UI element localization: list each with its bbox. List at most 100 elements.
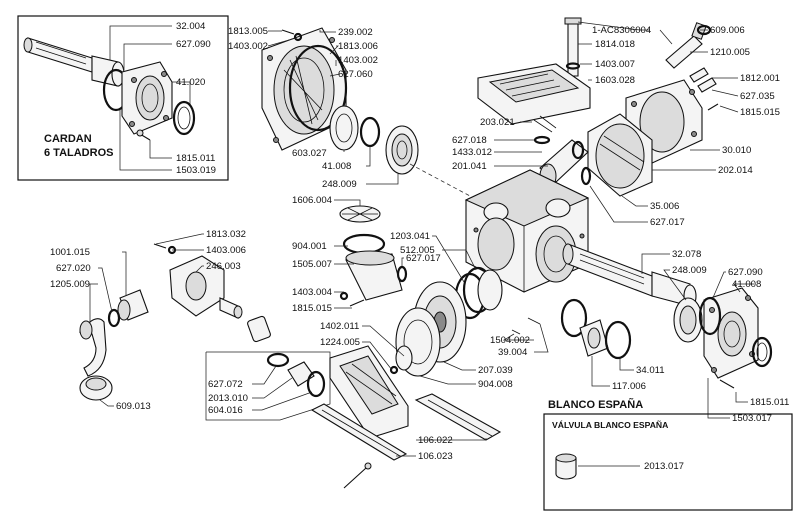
inset-part-label: 32.004 (176, 21, 206, 32)
part-label: 627.035 (740, 91, 775, 102)
part-label: 1813.006 (338, 41, 378, 52)
cover-washer (293, 32, 303, 42)
part-label: 246.003 (206, 261, 241, 272)
screw-1815011 (719, 379, 735, 389)
part-label: 1403.002 (338, 55, 378, 66)
bracket-246003 (169, 255, 243, 319)
bolt-washer (565, 62, 581, 70)
part-label: 1205.009 (50, 279, 90, 290)
cylinder-1505007 (345, 250, 403, 301)
part-label: 1504.002 (490, 335, 530, 346)
part-label: 117.006 (612, 381, 646, 392)
part-labels: 1813.005 1403.002 239.002 1813.006 1403.… (50, 25, 789, 462)
part-label: 1001.015 (50, 247, 90, 258)
part-label: 627.060 (338, 69, 373, 80)
cover-screw (281, 29, 295, 35)
pin-1504002 (511, 329, 521, 335)
part-label: 34.011 (636, 365, 665, 376)
part-label: 1815.011 (750, 397, 789, 408)
screw-1815015-b (349, 299, 365, 307)
part-label: 1203.041 (390, 231, 430, 242)
blanco-heading: BLANCO ESPAÑA (548, 398, 643, 411)
part-label: 627.018 (452, 135, 487, 146)
part-label: 207.039 (478, 365, 513, 376)
part-label: 1812.001 (740, 73, 780, 84)
part-label: 41.008 (732, 279, 761, 290)
part-label: 2013.010 (208, 393, 248, 404)
washer-1403004 (339, 291, 349, 301)
inset-cardan: CARDAN 6 TALADROS 32.004 627.090 41.020 … (17, 15, 229, 181)
part-label: 609.006 (710, 25, 745, 36)
part-label: 1815.015 (292, 303, 332, 314)
part-label: 1503.017 (732, 413, 772, 424)
cardan-flange (121, 61, 173, 135)
elbow-1205009 (78, 318, 107, 377)
part-label: 1402.011 (320, 321, 359, 332)
part-label: 35.006 (650, 201, 679, 212)
part-label: 248.009 (672, 265, 707, 276)
small-plugs (689, 67, 717, 93)
part-label: 106.022 (418, 435, 453, 446)
inset-part-label: 1503.019 (176, 165, 216, 176)
oring-604016 (306, 370, 326, 398)
cardan-shaft (23, 37, 125, 87)
inset-title-line1: CARDAN (44, 133, 92, 145)
plate-106022 (414, 393, 502, 441)
part-label: 609.013 (116, 401, 151, 412)
oring-34011 (604, 320, 632, 360)
part-label: 2013.017 (644, 461, 684, 472)
part-label: 1-AC8306004 (592, 25, 652, 36)
part-label: 1815.015 (740, 107, 780, 118)
inset-frame (17, 15, 229, 181)
part-label: 41.008 (322, 161, 351, 172)
part-label: 39.004 (498, 347, 528, 358)
oring-627072 (266, 352, 290, 368)
part-label: 1210.005 (710, 47, 750, 58)
part-label: 1814.018 (595, 39, 635, 50)
front-flange (703, 287, 759, 379)
part-label: 239.002 (338, 27, 373, 38)
inset-part-label: 41.020 (176, 77, 205, 88)
valve-117006 (579, 319, 609, 357)
screw-1813032 (153, 243, 167, 249)
part-label: 201.041 (452, 161, 487, 172)
part-label: 203.021 (480, 117, 515, 128)
screw-1815015 (707, 103, 719, 111)
part-label: 627.017 (406, 253, 441, 264)
nut-609013 (79, 375, 113, 401)
part-label: 1403.007 (595, 59, 635, 70)
part-label: 512.005 (400, 245, 435, 256)
valve-cap-group (205, 345, 409, 439)
seal-41008 (359, 116, 381, 148)
blanco-box (543, 413, 793, 511)
part-label: 627.020 (56, 263, 91, 274)
fitting-1001015 (117, 289, 149, 321)
seal-41008-right (751, 336, 773, 368)
part-label: 604.016 (208, 405, 243, 416)
gasket-603 (329, 105, 359, 151)
part-label: 202.014 (718, 165, 753, 176)
ring-block (247, 315, 271, 343)
top-cover-block (477, 63, 591, 125)
part-label: 627.017 (650, 217, 685, 228)
part-label: 627.072 (208, 379, 243, 390)
part-label: 1433.012 (452, 147, 492, 158)
part-label: 1403.002 (228, 41, 268, 52)
inset-part-label: 627.090 (176, 39, 211, 50)
part-label: 1603.028 (595, 75, 635, 86)
part-label: 1224.005 (320, 337, 360, 348)
flange-oring-627090 (698, 296, 722, 336)
part-label: 1813.005 (228, 26, 268, 37)
part-label: 1606.004 (292, 195, 333, 206)
pin-39004 (527, 317, 541, 325)
valve-dome-202014 (587, 113, 653, 197)
part-label: 904.008 (478, 379, 513, 390)
part-label: 106.023 (418, 451, 453, 462)
part-label: 1505.007 (292, 259, 332, 270)
pump-body (464, 169, 590, 293)
valve-2013017-icon (555, 453, 577, 480)
part-label: 1403.006 (206, 245, 246, 256)
cardan-seal (172, 100, 196, 136)
